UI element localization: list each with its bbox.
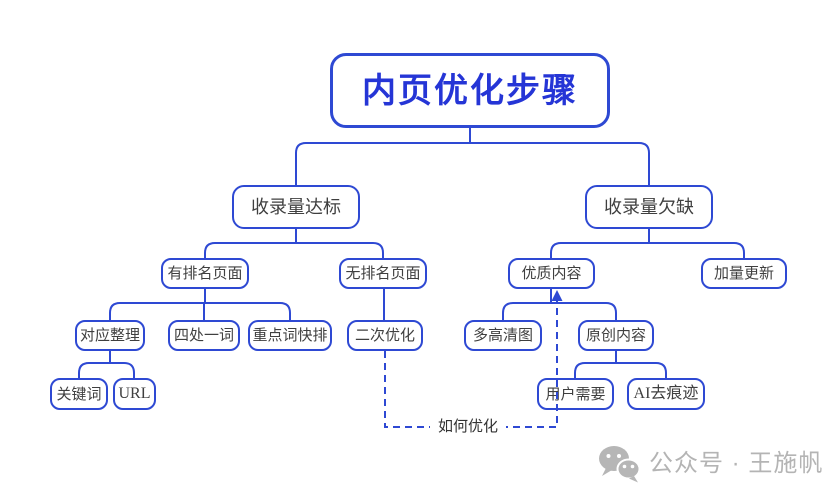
node-original-content: 原创内容 [578, 320, 654, 351]
node-indexing-ok: 收录量达标 [232, 185, 360, 229]
connector-leftbranch-rail [204, 242, 384, 258]
node-quality-content: 优质内容 [508, 258, 595, 289]
node-second-optimization: 二次优化 [347, 320, 423, 351]
wechat-icon [599, 446, 641, 483]
node-hd-images: 多高清图 [464, 320, 542, 351]
connector-quality-rail [502, 302, 617, 320]
connector-rightbranch-rail [550, 242, 745, 258]
watermark-text: 公众号 · 王施帆 [649, 450, 824, 477]
node-more-updates: 加量更新 [701, 258, 787, 289]
connector-ranked-rail [109, 302, 291, 320]
node-mapping-sort: 对应整理 [75, 320, 145, 351]
watermark: 公众号 · 王施帆 [597, 444, 823, 484]
node-url: URL [113, 378, 156, 410]
node-keywords: 关键词 [50, 378, 108, 410]
node-ranked-pages: 有排名页面 [161, 258, 249, 289]
node-ai-trace-removal: AI去痕迹 [627, 378, 705, 410]
connector-root-rail [295, 142, 650, 185]
node-keyword-fast-rank: 重点词快排 [248, 320, 332, 351]
connector-original-rail [574, 362, 667, 378]
connector-mapping-rail [78, 362, 135, 378]
node-user-needs: 用户需要 [537, 378, 614, 410]
node-unranked-pages: 无排名页面 [339, 258, 427, 289]
arrowhead-up-icon [551, 290, 563, 301]
node-indexing-lacking: 收录量欠缺 [585, 185, 713, 229]
node-four-places-one-word: 四处一词 [168, 320, 240, 351]
edge-label-how-to-optimize: 如何优化 [430, 418, 506, 436]
node-root-title: 内页优化步骤 [330, 53, 610, 128]
